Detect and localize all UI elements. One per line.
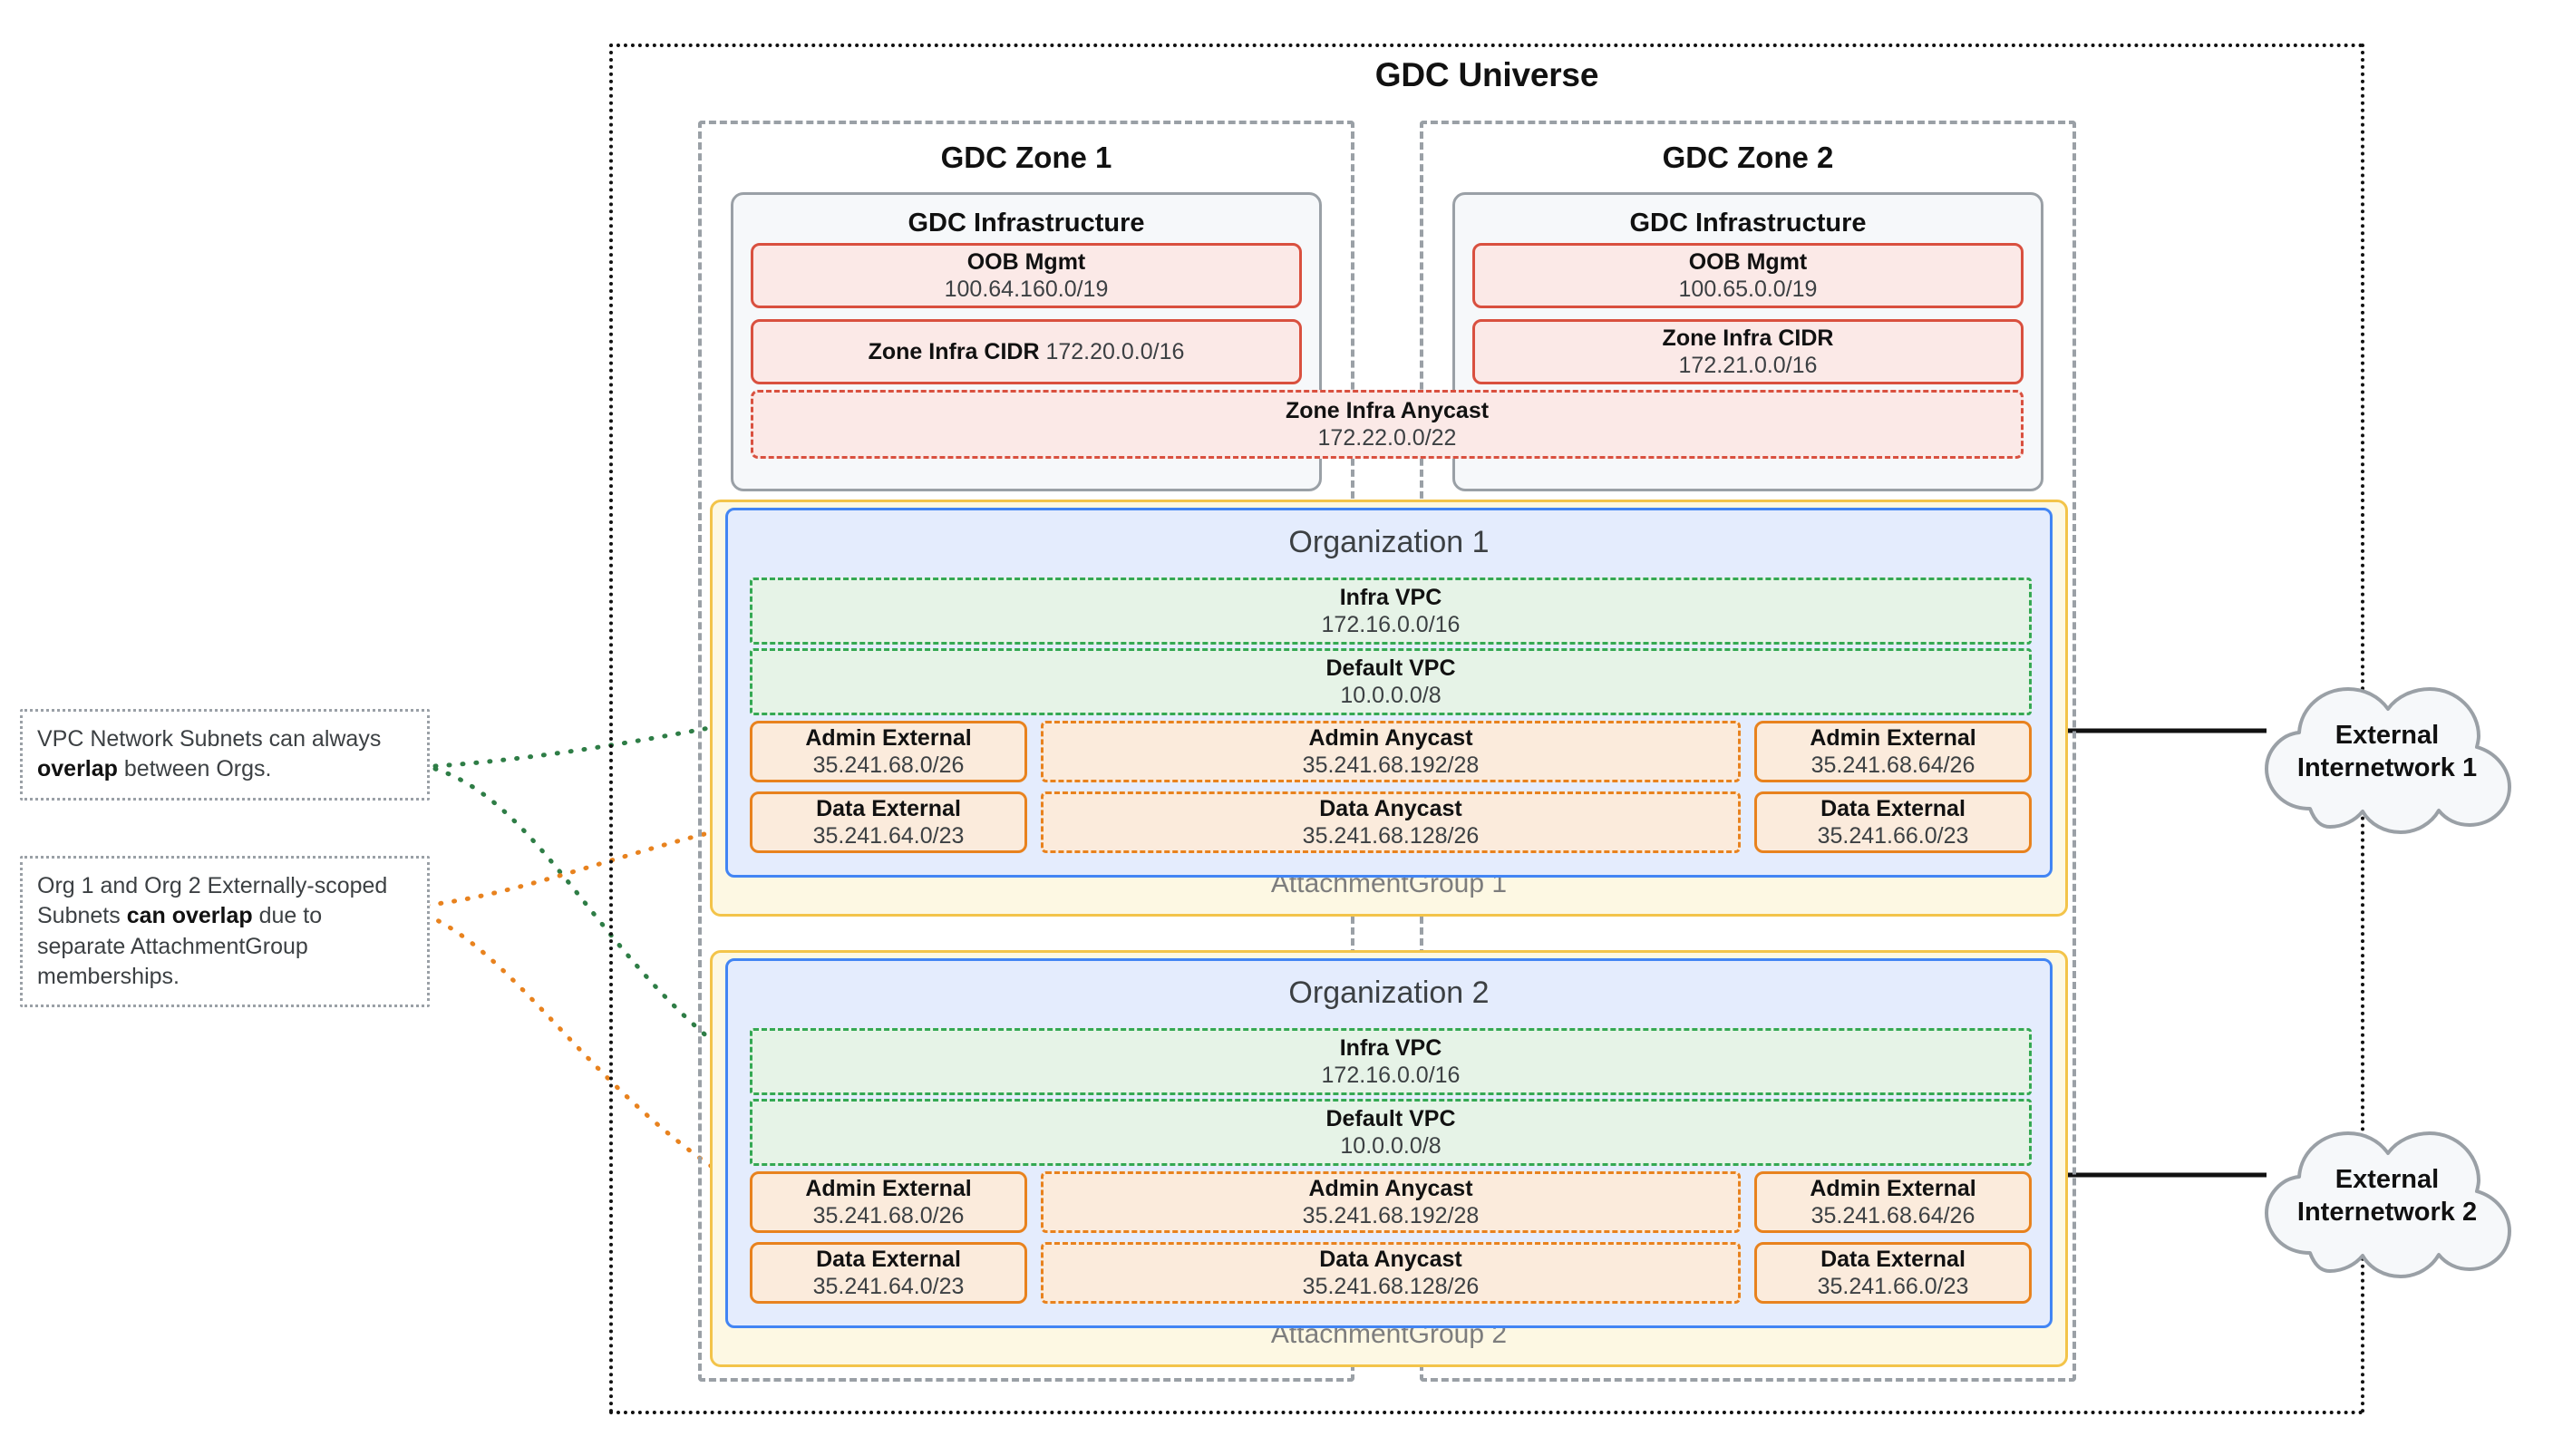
org-2-default-vpc-cidr: 10.0.0.0/8 (1340, 1133, 1442, 1159)
note-external-subnet-overlap: Org 1 and Org 2 Externally-scoped Subnet… (20, 856, 430, 1007)
organization-2[interactable]: Organization 2 Infra VPC 172.16.0.0/16 D… (725, 958, 2053, 1328)
note-1-text: VPC Network Subnets can always overlap b… (37, 726, 382, 782)
zone-2-infra-cidr-name: Zone Infra CIDR (1662, 325, 1834, 351)
org-1-default-vpc-cidr: 10.0.0.0/8 (1340, 683, 1442, 708)
org-1-default-vpc[interactable]: Default VPC 10.0.0.0/8 (750, 648, 2032, 715)
org-1-admin-external-left-cidr: 35.241.68.0/26 (812, 752, 965, 778)
org-1-admin-anycast-name: Admin Anycast (1308, 725, 1473, 751)
org-2-infra-vpc[interactable]: Infra VPC 172.16.0.0/16 (750, 1028, 2032, 1095)
org-2-admin-external-right-cidr: 35.241.68.64/26 (1810, 1203, 1975, 1228)
zone-2-infra-cidr-subnet[interactable]: Zone Infra CIDR 172.21.0.0/16 (1472, 319, 2024, 384)
gdc-zone-2-title: GDC Zone 2 (1662, 141, 1834, 174)
org-1-data-external-right-name: Data External (1820, 796, 1966, 821)
note-2-text: Org 1 and Org 2 Externally-scoped Subnet… (37, 873, 388, 989)
org-1-data-external-left-name: Data External (816, 796, 961, 821)
org-2-admin-anycast-name: Admin Anycast (1308, 1176, 1473, 1201)
org-1-default-vpc-name: Default VPC (1325, 655, 1456, 681)
org-1-data-anycast-cidr: 35.241.68.128/26 (1302, 823, 1480, 849)
org-1-data-external-left-cidr: 35.241.64.0/23 (812, 823, 965, 849)
org-1-data-anycast[interactable]: Data Anycast 35.241.68.128/26 (1041, 791, 1741, 853)
org-1-data-external-right-cidr: 35.241.66.0/23 (1817, 823, 1969, 849)
external-internetwork-2[interactable]: External Internetwork 2 (2247, 1117, 2528, 1298)
org-1-infra-vpc-cidr: 172.16.0.0/16 (1321, 612, 1461, 637)
zone-1-infra-cidr-value: 172.20.0.0/16 (1045, 338, 1185, 364)
zone-1-infra-cidr-subnet[interactable]: Zone Infra CIDR 172.20.0.0/16 (751, 319, 1302, 384)
zone-2-oob-mgmt-cidr: 100.65.0.0/19 (1678, 277, 1818, 302)
org-1-admin-anycast[interactable]: Admin Anycast 35.241.68.192/28 (1041, 721, 1741, 782)
org-1-admin-external-right-cidr: 35.241.68.64/26 (1810, 752, 1975, 778)
zone-1-infrastructure-title: GDC Infrastructure (908, 209, 1145, 238)
org-2-data-anycast-name: Data Anycast (1319, 1247, 1462, 1272)
org-2-admin-external-right[interactable]: Admin External 35.241.68.64/26 (1754, 1171, 2032, 1233)
cloud-icon (2265, 687, 2511, 834)
zone-2-oob-mgmt-name: OOB Mgmt (1688, 248, 1808, 275)
zone-1-infra-cidr-name: Zone Infra CIDR (868, 338, 1040, 364)
zone-2-infrastructure-title: GDC Infrastructure (1629, 209, 1867, 238)
zone-2-infra-cidr-value: 172.21.0.0/16 (1678, 353, 1818, 378)
zone-1-oob-mgmt-cidr: 100.64.160.0/19 (944, 277, 1109, 302)
organization-1-title: Organization 1 (1288, 525, 1490, 559)
org-2-data-external-left-cidr: 35.241.64.0/23 (812, 1274, 965, 1299)
org-2-admin-external-left-cidr: 35.241.68.0/26 (812, 1203, 965, 1228)
org-1-infra-vpc[interactable]: Infra VPC 172.16.0.0/16 (750, 578, 2032, 645)
zone-1-oob-mgmt-subnet[interactable]: OOB Mgmt 100.64.160.0/19 (751, 243, 1302, 308)
org-1-admin-external-right-name: Admin External (1810, 725, 1976, 751)
note-vpc-subnet-overlap: VPC Network Subnets can always overlap b… (20, 709, 430, 801)
org-1-data-external-left[interactable]: Data External 35.241.64.0/23 (750, 791, 1027, 853)
org-1-data-anycast-name: Data Anycast (1319, 796, 1462, 821)
gdc-zone-1-title: GDC Zone 1 (940, 141, 1112, 174)
zone-2-oob-mgmt-subnet[interactable]: OOB Mgmt 100.65.0.0/19 (1472, 243, 2024, 308)
org-2-default-vpc-name: Default VPC (1325, 1106, 1456, 1131)
zone-infra-anycast-cidr: 172.22.0.0/22 (1317, 425, 1457, 451)
external-internetwork-1[interactable]: External Internetwork 1 (2247, 673, 2528, 854)
org-2-admin-anycast-cidr: 35.241.68.192/28 (1302, 1203, 1480, 1228)
org-2-admin-external-left-name: Admin External (805, 1176, 972, 1201)
zone-infra-anycast-name: Zone Infra Anycast (1285, 397, 1490, 423)
org-2-data-external-left[interactable]: Data External 35.241.64.0/23 (750, 1242, 1027, 1304)
org-2-data-anycast[interactable]: Data Anycast 35.241.68.128/26 (1041, 1242, 1741, 1304)
org-1-admin-external-left[interactable]: Admin External 35.241.68.0/26 (750, 721, 1027, 782)
org-2-data-external-right[interactable]: Data External 35.241.66.0/23 (1754, 1242, 2032, 1304)
org-2-data-external-right-name: Data External (1820, 1247, 1966, 1272)
org-2-data-external-left-name: Data External (816, 1247, 961, 1272)
org-1-infra-vpc-name: Infra VPC (1339, 585, 1442, 610)
org-2-data-external-right-cidr: 35.241.66.0/23 (1817, 1274, 1969, 1299)
org-2-admin-external-right-name: Admin External (1810, 1176, 1976, 1201)
cloud-icon (2265, 1131, 2511, 1278)
org-1-data-external-right[interactable]: Data External 35.241.66.0/23 (1754, 791, 2032, 853)
org-1-admin-external-left-name: Admin External (805, 725, 972, 751)
org-2-admin-anycast[interactable]: Admin Anycast 35.241.68.192/28 (1041, 1171, 1741, 1233)
organization-1[interactable]: Organization 1 Infra VPC 172.16.0.0/16 D… (725, 508, 2053, 878)
org-2-data-anycast-cidr: 35.241.68.128/26 (1302, 1274, 1480, 1299)
org-2-admin-external-left[interactable]: Admin External 35.241.68.0/26 (750, 1171, 1027, 1233)
zone-1-infra-cidr-inline: Zone Infra CIDR 172.20.0.0/16 (869, 338, 1185, 366)
org-1-admin-anycast-cidr: 35.241.68.192/28 (1302, 752, 1480, 778)
gdc-universe-title: GDC Universe (1374, 56, 1599, 93)
org-1-admin-external-right[interactable]: Admin External 35.241.68.64/26 (1754, 721, 2032, 782)
org-2-infra-vpc-cidr: 172.16.0.0/16 (1321, 1063, 1461, 1088)
org-2-default-vpc[interactable]: Default VPC 10.0.0.0/8 (750, 1099, 2032, 1166)
zone-1-oob-mgmt-name: OOB Mgmt (966, 248, 1086, 275)
organization-2-title: Organization 2 (1288, 976, 1490, 1010)
zone-infra-anycast-subnet[interactable]: Zone Infra Anycast 172.22.0.0/22 (751, 390, 2024, 459)
org-2-infra-vpc-name: Infra VPC (1339, 1035, 1442, 1061)
